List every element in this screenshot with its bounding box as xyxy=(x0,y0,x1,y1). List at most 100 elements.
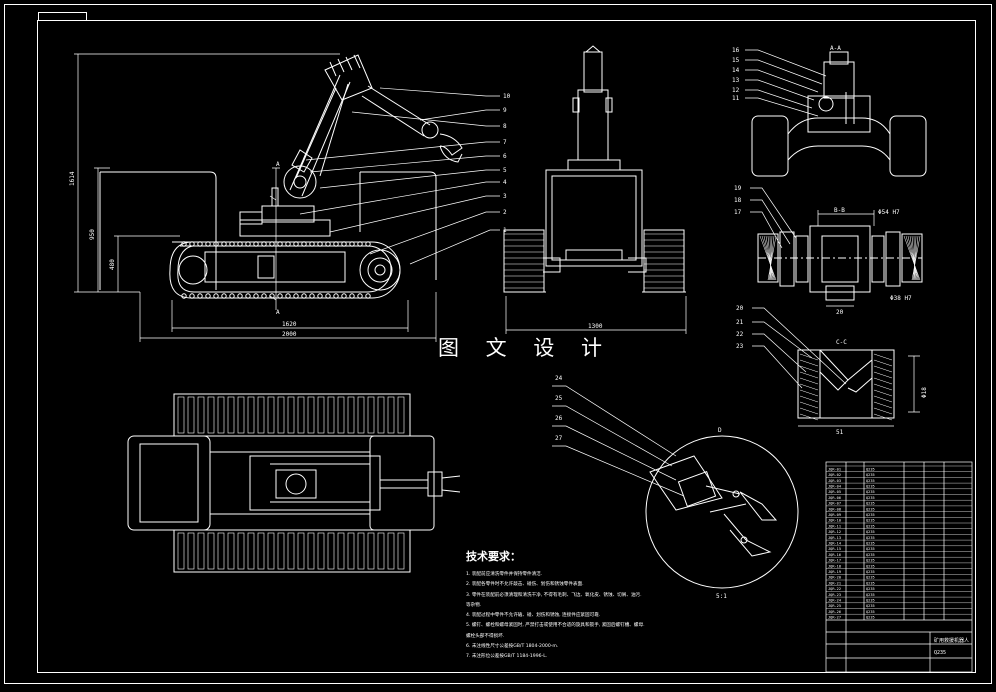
bom-material: Q235 xyxy=(866,536,875,540)
bom-material: Q235 xyxy=(866,502,875,506)
track-link xyxy=(181,241,187,247)
track-tread xyxy=(257,396,265,434)
section-c-c-hatch xyxy=(799,353,893,421)
dim-bb-a: Φ54 H7 xyxy=(878,209,900,216)
bom-code: JQR-26 xyxy=(828,610,841,614)
section-b-b-hatch xyxy=(759,235,921,281)
balloon-17: 17 xyxy=(734,209,742,216)
track-tread xyxy=(207,532,215,570)
balloon-26: 26 xyxy=(555,415,563,422)
track-link xyxy=(301,293,307,299)
title-block-name: 矿用救援机器人 xyxy=(934,637,969,644)
track-link xyxy=(269,241,275,247)
track-side xyxy=(643,229,685,293)
hatch-line xyxy=(873,401,893,409)
section-title-b-b: B-B xyxy=(834,207,845,214)
balloon-25: 25 xyxy=(555,395,563,402)
dim-track-width: 1300 xyxy=(588,323,603,330)
hatch-line xyxy=(873,383,893,391)
bom-code: JQR-10 xyxy=(828,519,841,523)
track-link xyxy=(285,241,291,247)
track-tread xyxy=(307,532,315,570)
bom-code: JQR-11 xyxy=(828,524,841,528)
note-line: 螺栓头部不得损坏. xyxy=(466,633,505,639)
technical-requirements: 技术要求： 1. 装配前应清洗零件并保持零件清洁. 2. 装配各零件时不允许敲击… xyxy=(466,548,681,663)
front-view-dimensions xyxy=(74,53,437,342)
bom-code: JQR-22 xyxy=(828,587,841,591)
hatch-line xyxy=(873,395,893,403)
bom-code: JQR-08 xyxy=(828,507,841,511)
balloon-16: 16 xyxy=(732,47,740,54)
hatch-line xyxy=(799,401,819,409)
balloon-19: 19 xyxy=(734,185,742,192)
track-tread xyxy=(387,396,395,434)
watermark-title: 图 文 设 计 xyxy=(438,336,613,360)
track-link xyxy=(325,293,331,299)
hatch-line xyxy=(799,359,819,367)
detail-scale: 5:1 xyxy=(716,593,727,600)
track-tread xyxy=(297,396,305,434)
bom-code: JQR-20 xyxy=(828,576,841,580)
track-side xyxy=(503,229,545,293)
track-tread xyxy=(277,532,285,570)
track-link xyxy=(309,241,315,247)
bom-material: Q235 xyxy=(866,547,875,551)
track-tread xyxy=(177,532,185,570)
hatch-line xyxy=(799,389,819,397)
hatch-line xyxy=(905,235,920,281)
track-tread xyxy=(247,396,255,434)
section-label-a-bottom: A xyxy=(276,309,280,316)
track-link xyxy=(349,241,355,247)
track-tread xyxy=(357,396,365,434)
track-tread xyxy=(227,532,235,570)
balloon-15: 15 xyxy=(732,57,740,64)
title-block-material: Q235 xyxy=(934,650,946,656)
balloon-11: 11 xyxy=(732,95,740,102)
hatch-line xyxy=(873,365,893,373)
balloon-22: 22 xyxy=(736,331,744,338)
bom-material: Q235 xyxy=(866,519,875,523)
bom-material: Q235 xyxy=(866,593,875,597)
track-tread xyxy=(387,532,395,570)
track-link xyxy=(205,293,211,299)
track-link xyxy=(349,293,355,299)
track-link xyxy=(293,241,299,247)
track-tread xyxy=(207,396,215,434)
track-tread xyxy=(367,396,375,434)
track-tread xyxy=(227,396,235,434)
top-view-treads xyxy=(177,396,405,570)
dim-track-length: 1620 xyxy=(282,321,297,328)
track-link xyxy=(365,241,371,247)
bom-code: JQR-25 xyxy=(828,604,841,608)
balloon-7: 7 xyxy=(503,139,507,146)
inner-border xyxy=(37,20,976,673)
track-link xyxy=(277,241,283,247)
hatch-line xyxy=(903,235,921,281)
track-link xyxy=(229,293,235,299)
balloon-23: 23 xyxy=(736,343,744,350)
track-tread xyxy=(317,396,325,434)
hatch-line xyxy=(913,235,916,281)
track-tread xyxy=(327,532,335,570)
hatch-line xyxy=(759,235,777,281)
bom-code: JQR-15 xyxy=(828,547,841,551)
hatch-line xyxy=(873,389,893,397)
balloon-6: 6 xyxy=(503,153,507,160)
track-tread xyxy=(297,532,305,570)
balloon-13: 13 xyxy=(732,77,740,84)
track-link xyxy=(181,293,187,299)
hatch-line xyxy=(763,235,775,281)
dim-overall-length: 2000 xyxy=(282,331,297,338)
detail-d-leaders xyxy=(552,385,685,497)
section-title-a-a: A-A xyxy=(830,45,841,52)
track-link xyxy=(317,293,323,299)
bom-material: Q235 xyxy=(866,570,875,574)
dim-height-total: 1614 xyxy=(69,171,76,186)
track-link xyxy=(229,241,235,247)
track-tread xyxy=(287,396,295,434)
hatch-line xyxy=(799,365,819,373)
note-line: 4. 装配过程中零件不允许磕、碰、划伤和锈蚀, 连接件应紧固可靠. xyxy=(466,613,601,619)
bom-material: Q235 xyxy=(866,524,875,528)
track-tread xyxy=(287,532,295,570)
